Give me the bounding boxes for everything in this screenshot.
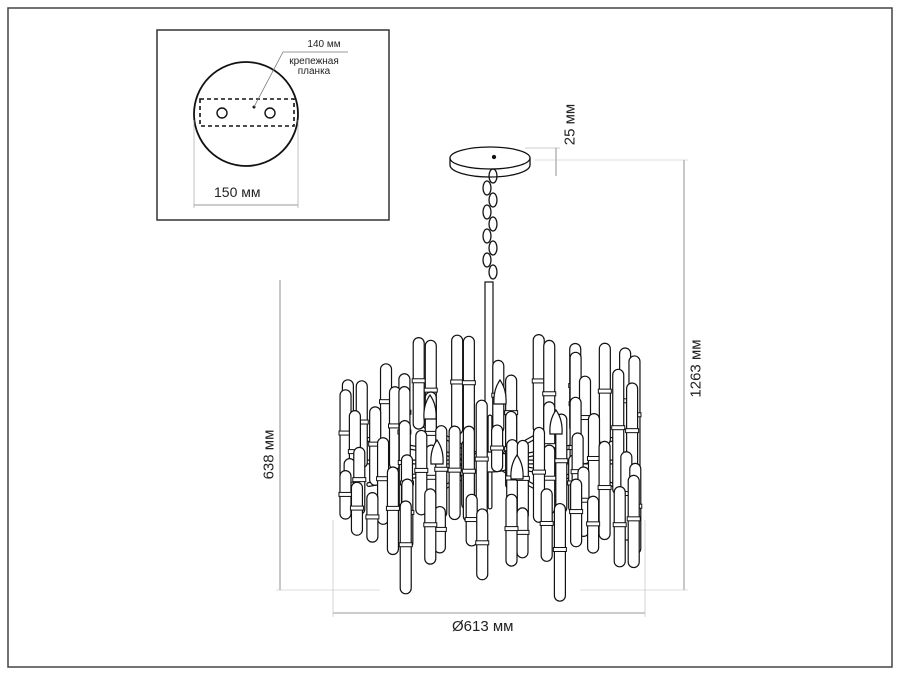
tube-clamp bbox=[504, 526, 519, 532]
chain-link bbox=[488, 168, 498, 184]
chain-link bbox=[482, 204, 492, 220]
chain-link bbox=[482, 180, 492, 196]
tube-clamp bbox=[474, 456, 489, 462]
chain-link bbox=[488, 264, 498, 280]
tube-clamp bbox=[539, 520, 554, 526]
chandelier-body bbox=[338, 334, 643, 602]
tube-clamp bbox=[625, 428, 640, 434]
crystal-tube bbox=[627, 474, 640, 569]
crystal-tube bbox=[475, 399, 488, 528]
body-height-label: 638 мм bbox=[260, 429, 278, 480]
crystal-tube bbox=[598, 440, 611, 541]
tube-clamp bbox=[398, 542, 413, 548]
tube-clamp bbox=[552, 546, 567, 552]
bar-description-label: крепежная планка bbox=[289, 56, 339, 77]
canopy bbox=[449, 146, 531, 178]
bar-length-label: 140 мм bbox=[307, 39, 341, 50]
chain-link bbox=[482, 228, 492, 244]
mounting-hole-right bbox=[264, 107, 276, 119]
candle-bulb bbox=[423, 393, 437, 420]
canopy-top-view bbox=[193, 61, 299, 167]
candle-bulb bbox=[549, 408, 563, 435]
tube-clamp bbox=[414, 467, 429, 473]
chain-link bbox=[488, 216, 498, 232]
inset-frame bbox=[156, 29, 390, 221]
mounting-bar bbox=[199, 98, 295, 127]
canopy-diameter-label: 150 мм bbox=[214, 184, 261, 200]
tube-clamp bbox=[352, 477, 367, 483]
tube-clamp bbox=[586, 521, 601, 527]
tube-clamp bbox=[554, 458, 569, 464]
mounting-hole-left bbox=[216, 107, 228, 119]
tube-clamp bbox=[338, 491, 353, 497]
crystal-tube bbox=[412, 336, 425, 430]
tube-clamp bbox=[612, 522, 627, 528]
outer-frame bbox=[7, 7, 893, 668]
chain-link bbox=[488, 192, 498, 208]
tube-clamp bbox=[475, 540, 490, 546]
tube-clamp bbox=[349, 505, 364, 511]
crystal-tube bbox=[587, 413, 601, 510]
tube-clamp bbox=[461, 380, 476, 386]
crystal-tube bbox=[598, 342, 611, 446]
tube-clamp bbox=[531, 469, 546, 475]
tube-clamp bbox=[461, 468, 476, 474]
tube-clamp bbox=[434, 466, 449, 472]
tube-clamp bbox=[542, 391, 557, 397]
chain-link bbox=[482, 252, 492, 268]
candle-bulb bbox=[430, 438, 444, 465]
tube-clamp bbox=[450, 379, 465, 385]
crystal-tube bbox=[532, 334, 545, 434]
tube-clamp bbox=[365, 514, 380, 520]
canopy-height-label: 25 мм bbox=[561, 103, 579, 146]
tube-clamp bbox=[447, 467, 462, 473]
candle-bulb bbox=[493, 378, 507, 405]
tube-clamp bbox=[597, 388, 612, 394]
crystal-tube bbox=[451, 334, 464, 436]
chain bbox=[482, 168, 498, 280]
chain-link bbox=[488, 240, 498, 256]
tube-clamp bbox=[385, 505, 400, 511]
leader-line bbox=[253, 51, 348, 108]
tube-clamp bbox=[597, 485, 612, 491]
tube-clamp bbox=[611, 425, 626, 431]
tube-clamp bbox=[423, 522, 438, 528]
crystal-tube bbox=[399, 500, 412, 595]
candle-bulb bbox=[510, 453, 524, 480]
diameter-label: Ø613 мм bbox=[452, 618, 514, 635]
total-height-label: 1263 мм bbox=[687, 339, 705, 398]
tube-clamp bbox=[569, 509, 584, 515]
crystal-tube bbox=[448, 425, 461, 521]
tube-clamp bbox=[626, 516, 641, 522]
tube-clamp bbox=[411, 378, 426, 384]
crystal-tube bbox=[462, 335, 475, 436]
tube-clamp bbox=[490, 445, 505, 451]
crystal-tube bbox=[553, 502, 566, 602]
